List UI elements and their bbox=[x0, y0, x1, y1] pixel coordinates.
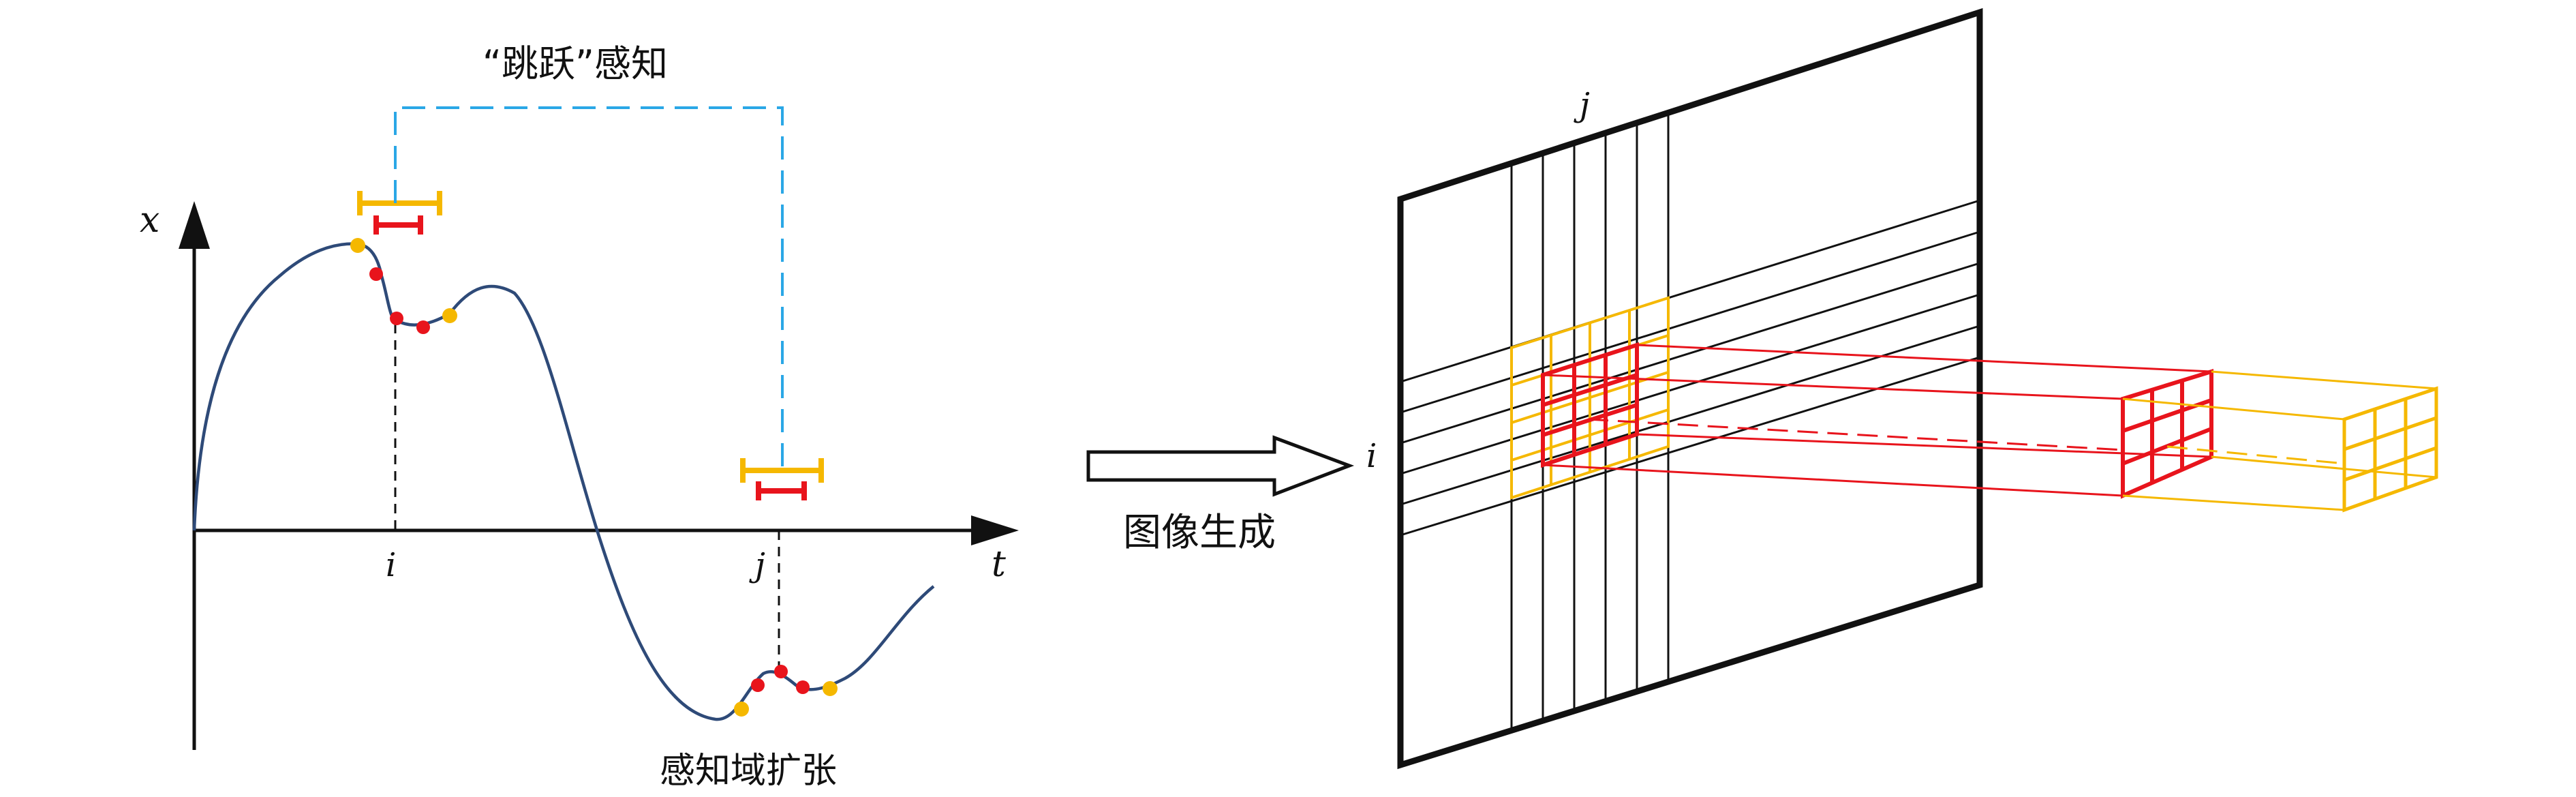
sample-point-inner bbox=[796, 680, 810, 694]
jump-link bbox=[394, 106, 784, 470]
column-label-j: j bbox=[1574, 86, 1590, 124]
y-axis-arrowhead bbox=[179, 201, 210, 249]
receptive-field-inner-j bbox=[756, 481, 807, 500]
jump-perception-title: “跳跃”感知 bbox=[482, 42, 668, 85]
sample-point-inner bbox=[751, 678, 765, 692]
y-axis-label: x bbox=[140, 200, 159, 241]
tick-label-j: j bbox=[749, 546, 765, 584]
x-axis-label: t bbox=[992, 544, 1006, 585]
image-outer-field bbox=[1510, 296, 1670, 500]
signal-curve bbox=[192, 242, 935, 721]
sample-point-outer bbox=[823, 681, 838, 696]
yellow-kernel bbox=[2342, 386, 2438, 513]
receptive-field-expansion-caption: 感知域扩张 bbox=[660, 751, 837, 792]
sample-point-outer bbox=[734, 702, 749, 717]
time-series-plot: x t i j bbox=[140, 42, 1019, 792]
sample-point-inner bbox=[416, 320, 430, 334]
sample-point-inner bbox=[390, 312, 403, 325]
sample-point-inner bbox=[774, 665, 788, 678]
hollow-arrow-icon bbox=[1086, 435, 1355, 497]
sample-point-outer bbox=[350, 238, 365, 253]
x-axis-arrowhead bbox=[971, 515, 1019, 545]
projection-lines-red bbox=[1542, 344, 2212, 497]
image-frame bbox=[1397, 7, 1983, 770]
receptive-field-outer-j bbox=[740, 458, 824, 483]
red-kernel bbox=[2121, 368, 2213, 499]
receptive-field-inner-i bbox=[373, 215, 423, 235]
sample-point-outer bbox=[442, 308, 457, 323]
generated-image-panel: j i bbox=[1366, 7, 2438, 770]
row-label-i: i bbox=[1366, 437, 1377, 475]
sample-point-inner bbox=[369, 267, 383, 281]
projection-lines-yellow bbox=[2122, 370, 2437, 511]
image-generation-label: 图像生成 bbox=[1123, 511, 1276, 555]
receptive-field-outer-i bbox=[357, 191, 442, 215]
tick-label-i: i bbox=[386, 546, 396, 584]
image-generation-arrow: 图像生成 bbox=[1086, 435, 1355, 555]
